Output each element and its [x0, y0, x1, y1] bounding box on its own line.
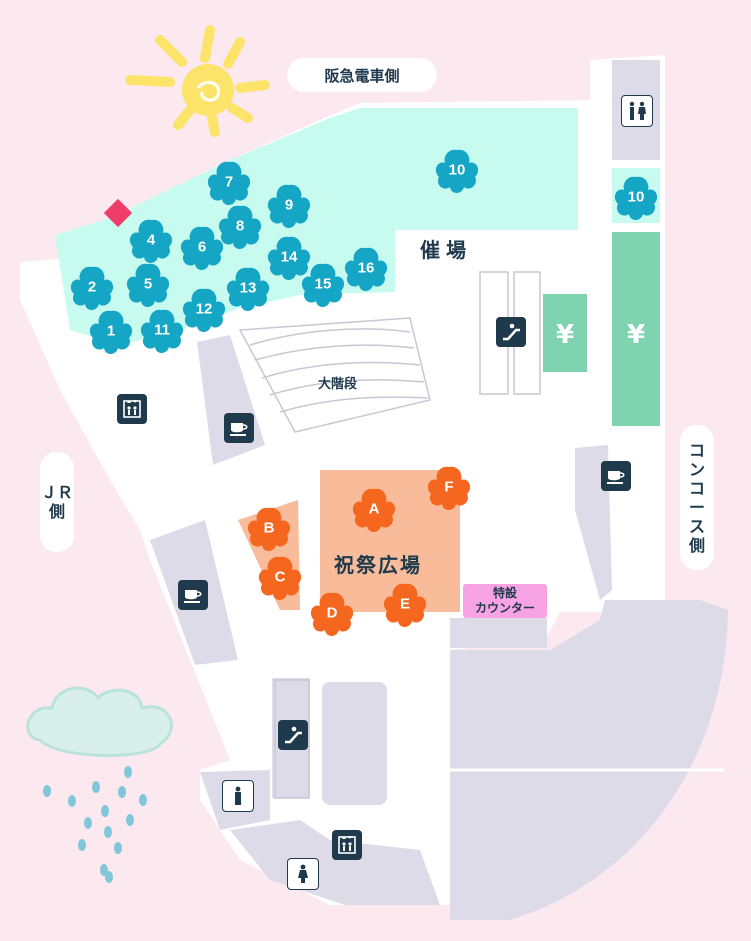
booth-label: 4 [147, 232, 156, 249]
special-counter: 特設 カウンター [463, 584, 547, 618]
coffee-cup-icon [224, 413, 254, 443]
booth-label: 9 [285, 197, 293, 214]
booth-label: F [444, 479, 453, 496]
booth-1[interactable]: 1 [89, 310, 133, 354]
booth-label: 2 [88, 279, 96, 296]
booth-15[interactable]: 15 [301, 263, 345, 307]
special-counter-line1: 特設 [492, 586, 517, 600]
toilet-icon [621, 95, 653, 127]
booth-label: 7 [225, 174, 233, 191]
booth-11[interactable]: 11 [140, 309, 184, 353]
concourse-side-char: 側 [688, 535, 705, 555]
event-hall-label: 催場 [420, 238, 472, 262]
concourse-side-char: ス [688, 516, 705, 536]
booth-10[interactable]: 10 [435, 149, 479, 193]
booth-7[interactable]: 7 [207, 161, 251, 205]
booth-label: 8 [236, 218, 244, 235]
booth-label: 6 [198, 239, 206, 256]
atm-area-1 [543, 294, 587, 372]
jr-side-label-line2: 側 [48, 502, 65, 521]
elevator-icon [332, 830, 362, 860]
booth-label: C [275, 569, 286, 586]
booth-e[interactable]: E [383, 583, 427, 627]
booth-9[interactable]: 9 [267, 184, 311, 228]
booth-b[interactable]: B [247, 507, 291, 551]
booth-label: 13 [240, 280, 257, 297]
booth-label: 10 [449, 162, 466, 179]
grand-stairs-label: 大階段 [318, 377, 358, 392]
booth-5[interactable]: 5 [126, 263, 170, 307]
concourse-side-char: ー [688, 497, 705, 517]
booth-label: 16 [358, 260, 375, 277]
booth-2[interactable]: 2 [70, 266, 114, 310]
coffee-cup-icon [178, 580, 208, 610]
coffee-cup-icon [601, 461, 631, 491]
hankyu-side-label: 阪急電車側 [287, 58, 437, 92]
booth-label: 10 [628, 189, 645, 206]
yen-icon: ¥ [626, 320, 646, 350]
booth-16[interactable]: 16 [344, 247, 388, 291]
booth-8[interactable]: 8 [218, 205, 262, 249]
booth-label: D [327, 605, 338, 622]
concourse-side-label: コンコース側 [680, 425, 714, 570]
booth-c[interactable]: C [258, 556, 302, 600]
booth-f[interactable]: F [427, 466, 471, 510]
booth-label: 1 [107, 323, 115, 340]
booth-label: 15 [315, 276, 332, 293]
escalator-icon [496, 317, 526, 347]
festival-plaza-label: 祝祭広場 [334, 553, 422, 577]
booth-label: 11 [154, 322, 170, 339]
booth-4[interactable]: 4 [129, 219, 173, 263]
booth-12[interactable]: 12 [182, 288, 226, 332]
women-restroom-icon [287, 858, 319, 890]
concourse-side-char: コ [688, 478, 705, 498]
atm-area-2 [612, 232, 660, 426]
booth-10[interactable]: 10 [614, 176, 658, 220]
booth-label: 14 [281, 249, 298, 266]
booth-label: 5 [144, 276, 152, 293]
sun-illustration [125, 25, 270, 137]
special-counter-line2: カウンター [474, 601, 535, 615]
booth-14[interactable]: 14 [267, 236, 311, 280]
booth-13[interactable]: 13 [226, 267, 270, 311]
booth-6[interactable]: 6 [180, 226, 224, 270]
concourse-side-char: ン [688, 459, 705, 479]
jr-side-label: ＪＲ 側 [40, 452, 74, 552]
booth-label: B [264, 520, 275, 537]
jr-side-label-line1: ＪＲ [40, 483, 73, 502]
booth-d[interactable]: D [310, 592, 354, 636]
grand-stairs [238, 317, 431, 433]
men-restroom-icon [222, 780, 254, 812]
yen-icon: ¥ [555, 320, 575, 350]
escalator-icon [278, 720, 308, 750]
booth-label: A [369, 501, 380, 518]
rain-cloud-illustration [26, 686, 173, 883]
booth-a[interactable]: A [352, 488, 396, 532]
elevator-icon [117, 394, 147, 424]
concourse-side-char: コ [688, 440, 705, 460]
booth-label: E [400, 596, 410, 613]
booth-label: 12 [196, 301, 213, 318]
